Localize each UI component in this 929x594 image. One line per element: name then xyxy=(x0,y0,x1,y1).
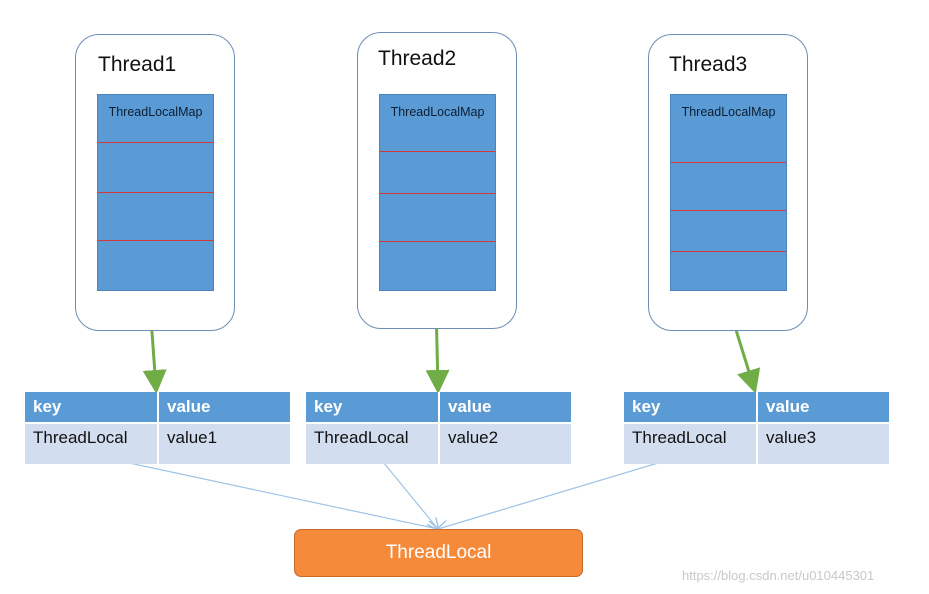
thread-box-1: Thread1 ThreadLocalMap xyxy=(75,34,235,331)
thread-box-2: Thread2 ThreadLocalMap xyxy=(357,32,517,329)
threadlocalmap-block: ThreadLocalMap xyxy=(97,94,214,291)
entry-key-cell: ThreadLocal xyxy=(306,424,440,464)
value-header: value xyxy=(159,392,290,424)
entry-value-cell: value2 xyxy=(440,424,571,464)
thread-title: Thread2 xyxy=(378,47,457,70)
map-slot-divider xyxy=(98,142,213,144)
map-slot-divider xyxy=(98,240,213,242)
thread-title: Thread1 xyxy=(98,53,177,76)
value-header: value xyxy=(440,392,571,424)
entry-key-cell: ThreadLocal xyxy=(624,424,758,464)
entry-to-threadlocal-line-3 xyxy=(438,453,689,529)
thread-box-3: Thread3 ThreadLocalMap xyxy=(648,34,808,331)
map-slot-divider xyxy=(671,210,786,212)
map-slot-divider xyxy=(380,193,495,195)
key-header: key xyxy=(306,392,440,424)
map-slot-divider xyxy=(380,151,495,153)
entry-value-cell: value3 xyxy=(758,424,889,464)
entry-value-cell: value1 xyxy=(159,424,290,464)
map-slot-divider xyxy=(671,162,786,164)
threadlocalmap-label: ThreadLocalMap xyxy=(108,105,203,119)
key-header: key xyxy=(624,392,758,424)
entry-table-3: key value ThreadLocal value3 xyxy=(624,392,889,464)
value-header: value xyxy=(758,392,889,424)
entry-key-cell: ThreadLocal xyxy=(25,424,159,464)
entry-table-1: key value ThreadLocal value1 xyxy=(25,392,290,464)
threadlocal-box: ThreadLocal xyxy=(294,529,583,577)
threadlocalmap-block: ThreadLocalMap xyxy=(379,94,496,291)
map-slot-divider xyxy=(671,251,786,253)
thread-title: Thread3 xyxy=(669,53,748,76)
threadlocalmap-label: ThreadLocalMap xyxy=(390,105,485,119)
watermark: https://blog.csdn.net/u010445301 xyxy=(682,568,875,583)
map-slot-divider xyxy=(380,241,495,243)
threadlocalmap-block: ThreadLocalMap xyxy=(670,94,787,291)
threadlocalmap-label: ThreadLocalMap xyxy=(681,105,776,119)
entry-to-threadlocal-line-1 xyxy=(86,453,438,529)
entry-table-2: key value ThreadLocal value2 xyxy=(306,392,571,464)
key-header: key xyxy=(25,392,159,424)
map-slot-divider xyxy=(98,192,213,194)
